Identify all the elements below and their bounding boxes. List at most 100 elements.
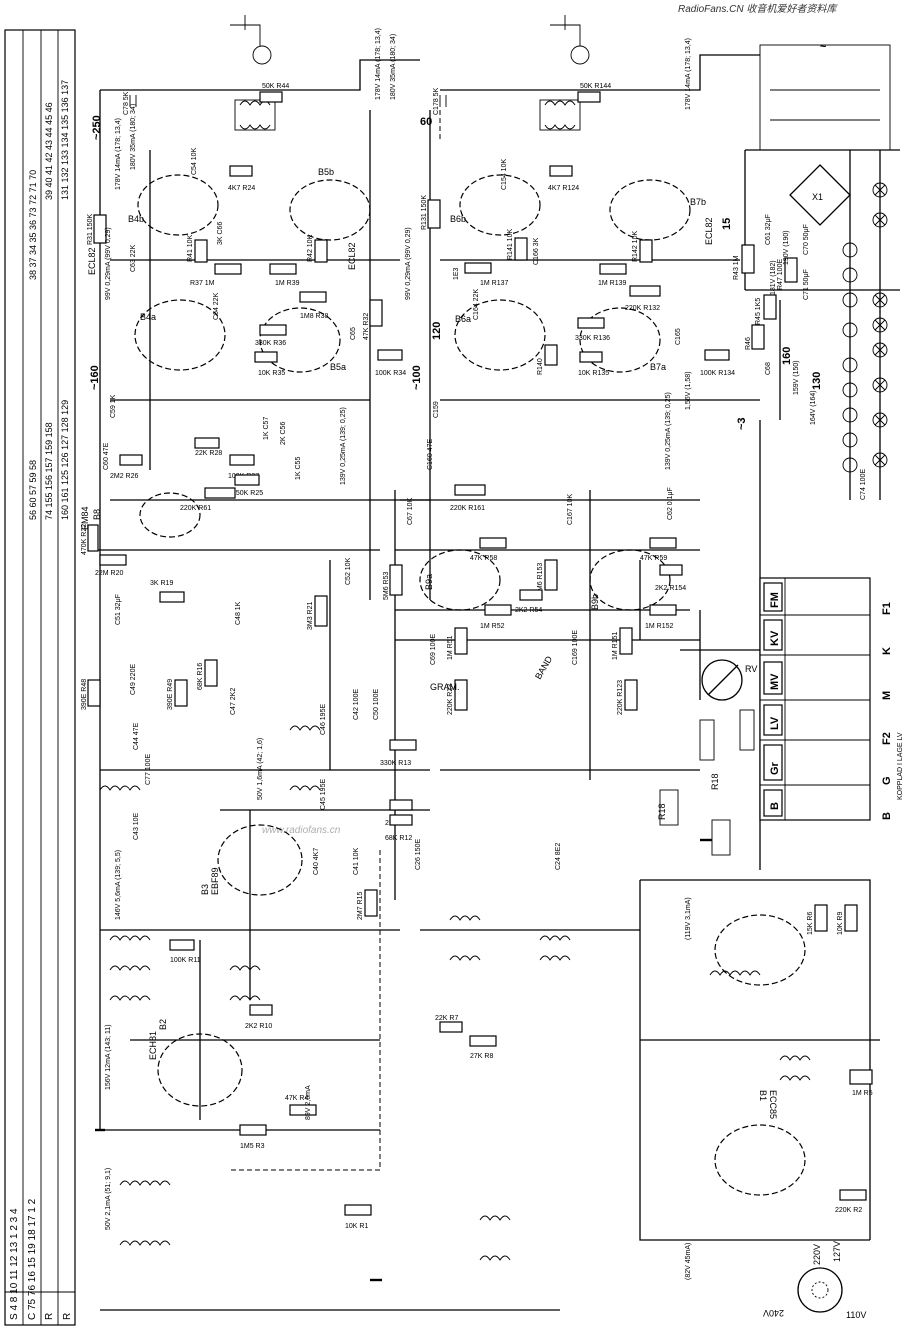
band-switch-table: FM KV MV LV Gr B F1 K M F2 G B KOPPLAD I… bbox=[759, 577, 904, 821]
svg-text:10K R9: 10K R9 bbox=[837, 912, 844, 935]
svg-text:220V: 220V bbox=[812, 1244, 822, 1265]
voltage-selector[interactable]: 220V 127V 240V 110V bbox=[763, 1241, 866, 1320]
svg-text:C41 10K: C41 10K bbox=[353, 847, 360, 875]
svg-text:180V 35mA (180; 34): 180V 35mA (180; 34) bbox=[390, 34, 397, 100]
svg-text:3K R19: 3K R19 bbox=[150, 580, 173, 587]
svg-text:178V 14mA (178; 13,4): 178V 14mA (178; 13,4) bbox=[375, 28, 382, 100]
svg-text:~100: ~100 bbox=[411, 365, 423, 390]
svg-text:(82V 45mA): (82V 45mA) bbox=[685, 1243, 692, 1280]
svg-text:~250: ~250 bbox=[91, 115, 103, 140]
output-transformer-right bbox=[539, 15, 590, 131]
svg-text:MV: MV bbox=[769, 673, 781, 690]
svg-text:159V (150): 159V (150) bbox=[793, 360, 800, 395]
svg-text:R45 1K5: R45 1K5 bbox=[755, 298, 762, 325]
svg-text:100K R11: 100K R11 bbox=[170, 957, 201, 964]
svg-text:B7a: B7a bbox=[650, 362, 666, 372]
svg-text:C47 2K2: C47 2K2 bbox=[230, 688, 237, 715]
svg-text:47K R59: 47K R59 bbox=[640, 555, 667, 562]
svg-text:2M7 R15: 2M7 R15 bbox=[357, 891, 364, 920]
svg-text:2K2 R154: 2K2 R154 bbox=[655, 585, 686, 592]
band-gr[interactable] bbox=[763, 744, 783, 781]
svg-text:R41 10K: R41 10K bbox=[187, 234, 194, 262]
svg-text:220K R123: 220K R123 bbox=[617, 680, 624, 715]
tube-b1: ECC85 B1 bbox=[714, 914, 806, 1196]
svg-text:ECL82: ECL82 bbox=[87, 247, 97, 275]
svg-text:330K R36: 330K R36 bbox=[255, 340, 286, 347]
tube-b5a: B5a bbox=[259, 307, 346, 373]
svg-text:139V 0,25mA (139; 0,25): 139V 0,25mA (139; 0,25) bbox=[340, 407, 347, 485]
tube-b5b: B5b bbox=[289, 167, 371, 241]
svg-text:180V 35mA (180; 34): 180V 35mA (180; 34) bbox=[130, 104, 137, 170]
band-fm[interactable] bbox=[763, 582, 783, 612]
svg-text:B6a: B6a bbox=[455, 314, 471, 324]
band-lv[interactable] bbox=[763, 704, 783, 736]
svg-text:60: 60 bbox=[420, 116, 432, 128]
pilot-lamps bbox=[842, 182, 888, 473]
svg-text:~160: ~160 bbox=[89, 365, 101, 390]
svg-text:C164 22K: C164 22K bbox=[473, 289, 480, 320]
table-row-c: C 75 76 16 15 19 18 17 1 2 bbox=[27, 1198, 38, 1320]
table-cell: 56 60 57 59 58 bbox=[28, 460, 38, 520]
svg-text:C45 195E: C45 195E bbox=[320, 779, 327, 810]
svg-text:99V 0,29mA (99V 0,29): 99V 0,29mA (99V 0,29) bbox=[105, 227, 112, 300]
svg-text:1M R152: 1M R152 bbox=[645, 623, 674, 630]
svg-text:B: B bbox=[769, 802, 781, 810]
svg-text:B9b: B9b bbox=[590, 594, 600, 610]
svg-text:B7b: B7b bbox=[690, 197, 706, 207]
mains-switch-block: ~ bbox=[759, 41, 891, 151]
svg-text:139V 0,25mA (139; 0,25): 139V 0,25mA (139; 0,25) bbox=[665, 392, 672, 470]
svg-text:4K7 R24: 4K7 R24 bbox=[228, 185, 255, 192]
svg-text:50V 2,1mA (51; 9,1): 50V 2,1mA (51; 9,1) bbox=[105, 1168, 112, 1230]
svg-text:10K R135: 10K R135 bbox=[578, 370, 609, 377]
svg-text:X1: X1 bbox=[812, 192, 823, 202]
svg-text:1M R51: 1M R51 bbox=[447, 635, 454, 660]
volume-pots[interactable]: R18 R18 bbox=[657, 709, 755, 856]
svg-text:R131 150K: R131 150K bbox=[421, 195, 428, 230]
svg-text:ECH81: ECH81 bbox=[148, 1031, 158, 1060]
table-cell: 74 155 156 157 159 158 bbox=[44, 422, 54, 520]
table-row-r: R bbox=[44, 1313, 55, 1320]
svg-text:B5b: B5b bbox=[318, 167, 334, 177]
svg-text:220K R61: 220K R61 bbox=[180, 505, 211, 512]
svg-text:68K R12: 68K R12 bbox=[385, 835, 412, 842]
svg-text:146V 5,6mA (139; 5,5): 146V 5,6mA (139; 5,5) bbox=[115, 850, 122, 920]
svg-text:Gr: Gr bbox=[769, 761, 781, 775]
svg-text:1M5 R3: 1M5 R3 bbox=[240, 1143, 265, 1150]
svg-text:10K R35: 10K R35 bbox=[258, 370, 285, 377]
wiring bbox=[95, 54, 900, 1311]
svg-text:1K C55: 1K C55 bbox=[295, 457, 302, 480]
svg-text:EM84: EM84 bbox=[80, 506, 90, 530]
svg-text:C67 10K: C67 10K bbox=[407, 497, 414, 525]
svg-text:240V: 240V bbox=[763, 1308, 784, 1318]
svg-text:5M6 R53: 5M6 R53 bbox=[383, 571, 390, 600]
svg-text:5M6 R153: 5M6 R153 bbox=[537, 563, 544, 595]
svg-text:RV: RV bbox=[745, 664, 757, 674]
svg-text:KOPPLAD I LAGE LV: KOPPLAD I LAGE LV bbox=[897, 732, 904, 800]
svg-text:B2: B2 bbox=[158, 1019, 168, 1030]
svg-text:22M R20: 22M R20 bbox=[95, 570, 124, 577]
band-kv[interactable] bbox=[763, 619, 783, 651]
svg-text:1M R5: 1M R5 bbox=[852, 1090, 873, 1097]
svg-text:190V (190): 190V (190) bbox=[783, 230, 790, 265]
svg-text:C77 100E: C77 100E bbox=[145, 754, 152, 785]
svg-text:1K C57: 1K C57 bbox=[263, 417, 270, 440]
svg-text:(119V 3,1mA): (119V 3,1mA) bbox=[685, 897, 692, 940]
svg-text:2M2 R26: 2M2 R26 bbox=[110, 473, 139, 480]
svg-text:3K C66: 3K C66 bbox=[217, 222, 224, 245]
svg-text:130: 130 bbox=[811, 372, 823, 390]
svg-text:C46 195E: C46 195E bbox=[320, 704, 327, 735]
svg-text:1M8 R38: 1M8 R38 bbox=[300, 313, 329, 320]
table-cell: 38 37 34 35 36 73 72 71 70 bbox=[28, 170, 38, 280]
svg-text:C165: C165 bbox=[675, 328, 682, 345]
svg-text:1M R151: 1M R151 bbox=[612, 631, 619, 660]
svg-text:89V 2,6mA: 89V 2,6mA bbox=[305, 1085, 312, 1120]
svg-text:C59 1K: C59 1K bbox=[110, 394, 117, 418]
tube-b9b: B9b bbox=[589, 549, 671, 611]
svg-text:156V 12mA (143; 11): 156V 12mA (143; 11) bbox=[105, 1024, 112, 1090]
band-mv[interactable] bbox=[763, 661, 783, 695]
band-b[interactable] bbox=[763, 789, 783, 817]
svg-text:47K R58: 47K R58 bbox=[470, 555, 497, 562]
svg-text:68K R16: 68K R16 bbox=[197, 663, 204, 690]
svg-text:47K R4: 47K R4 bbox=[285, 1095, 308, 1102]
